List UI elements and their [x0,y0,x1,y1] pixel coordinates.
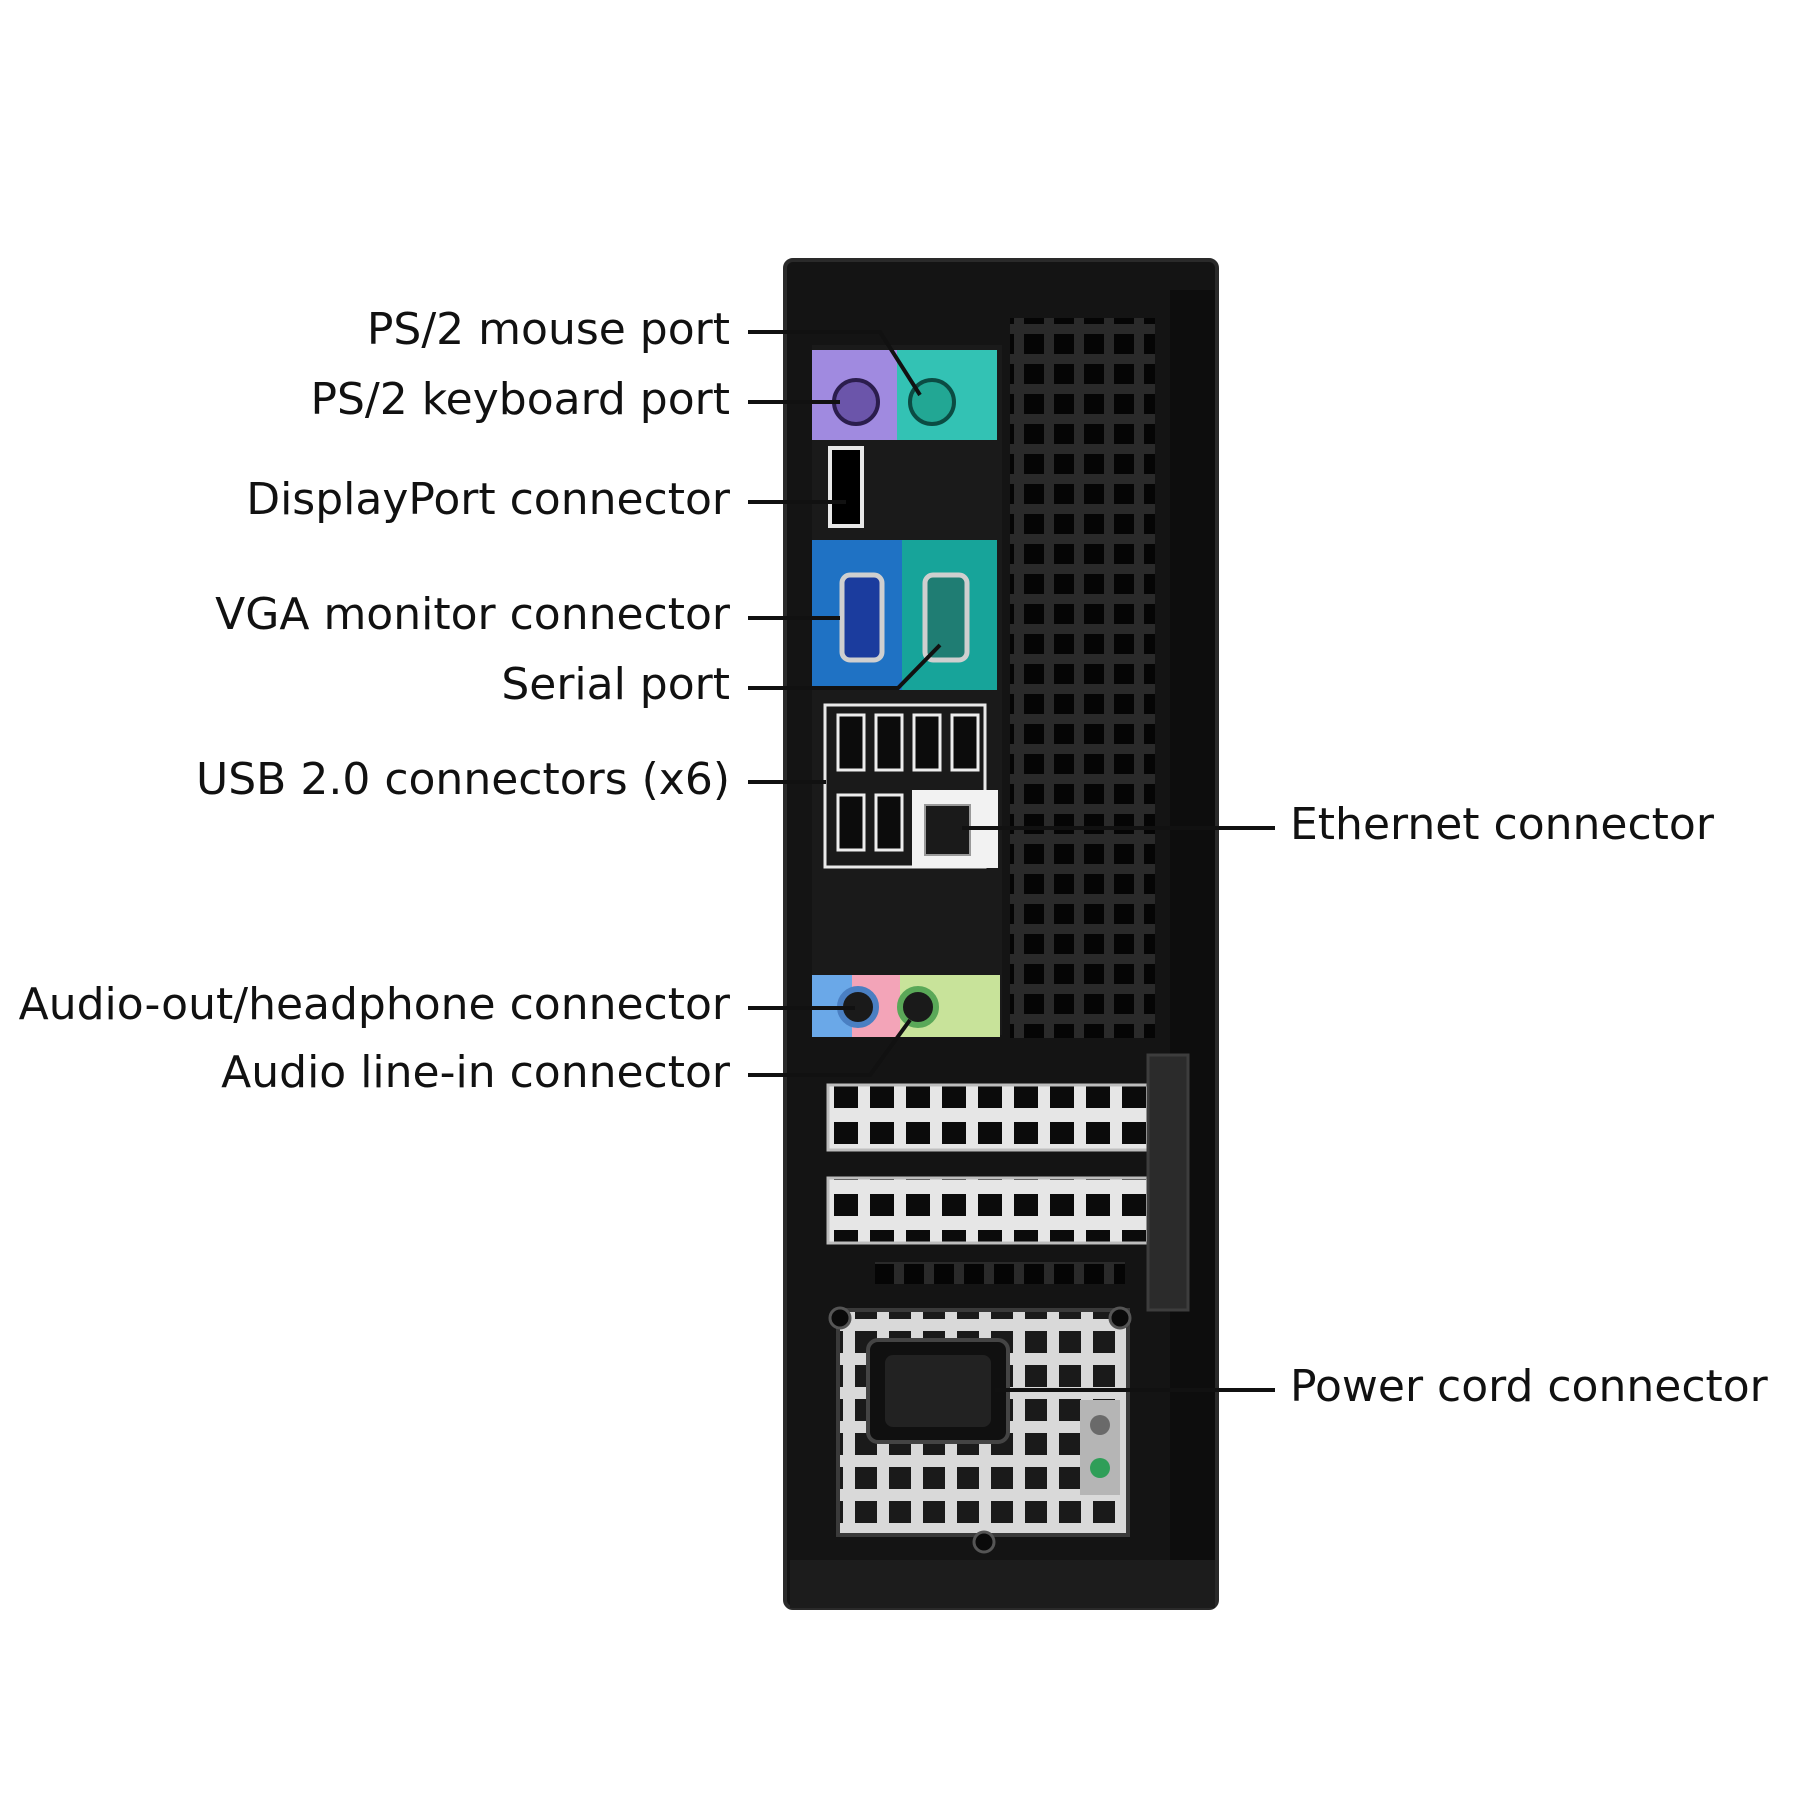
slot-vent-strip [875,1262,1125,1284]
leader-lines [748,330,1275,1392]
audio-in-jack-icon [897,986,939,1028]
expansion-slot-2 [826,1176,1150,1245]
power-socket-inner [885,1355,991,1427]
slot-latch [1146,1053,1190,1312]
chassis-side-rail [1170,290,1215,1590]
label-usb-connectors: USB 2.0 connectors (x6) [196,754,730,805]
label-vga-monitor-connector: VGA monitor connector [215,589,730,640]
ps2-keyboard-port-icon [832,378,880,426]
expansion-slot-1 [826,1083,1150,1152]
label-audio-line-in-connector: Audio line-in connector [221,1047,730,1098]
psu-led-icon [1090,1458,1110,1478]
label-ps2-keyboard-port: PS/2 keyboard port [310,374,730,425]
usb-ports [836,713,980,852]
label-audio-out-headphone-connector: Audio-out/headphone connector [18,979,730,1030]
vga-connector-icon [839,572,885,663]
label-ethernet-connector: Ethernet connector [1290,799,1714,850]
chassis-bottom-bevel [790,1560,1215,1608]
psu-status-panel [1080,1400,1120,1495]
top-vent-grid [1010,318,1155,1038]
serial-connector-icon [922,572,970,663]
usb-ethernet-frame [823,703,987,869]
screw-icon-3 [972,1530,996,1554]
screw-icon-2 [1108,1306,1132,1330]
ps2-mouse-port-icon [908,378,956,426]
label-power-cord-connector: Power cord connector [1290,1361,1768,1412]
label-ps2-mouse-port: PS/2 mouse port [366,304,730,355]
displayport-icon [828,446,864,528]
label-displayport-connector: DisplayPort connector [246,474,730,525]
psu-test-button-icon [1090,1415,1110,1435]
screw-icon-1 [828,1306,852,1330]
label-serial-port: Serial port [501,659,730,710]
